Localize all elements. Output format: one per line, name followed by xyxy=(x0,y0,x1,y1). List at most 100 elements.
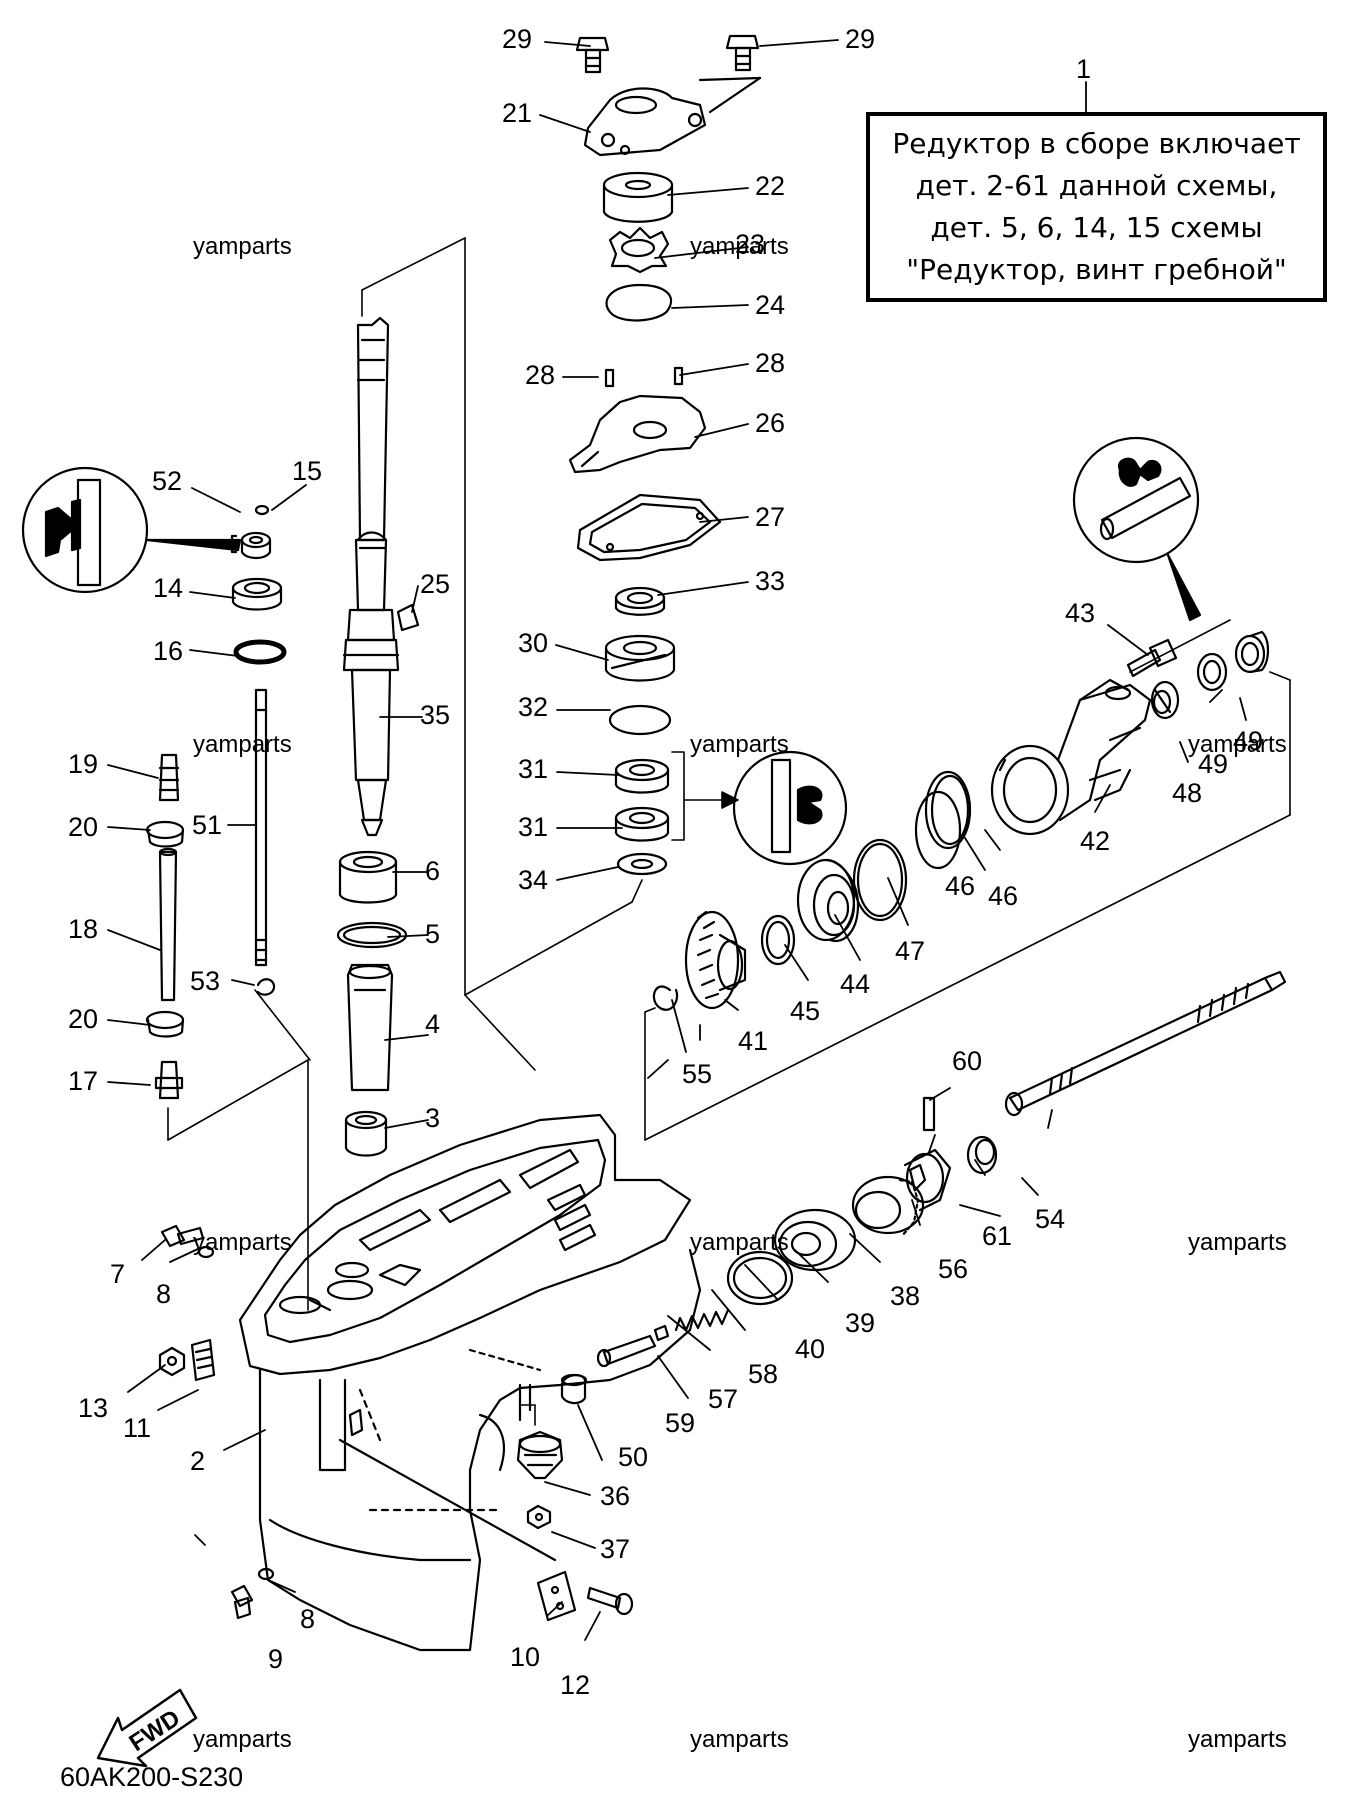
pinion-guide-line xyxy=(519,1404,536,1426)
outer-plate-26 xyxy=(568,394,707,474)
callout-40: 40 xyxy=(795,1334,825,1364)
sleeve-4 xyxy=(346,963,394,1092)
fwd-arrow xyxy=(96,1688,198,1768)
pinion-36 xyxy=(516,1430,564,1480)
prop-shaft-frame xyxy=(644,619,1291,1141)
clamp-20-top xyxy=(145,820,185,848)
nipple-17 xyxy=(154,1060,184,1100)
nut-13 xyxy=(158,1346,186,1377)
shim-40 xyxy=(726,1250,794,1306)
callout-4: 4 xyxy=(425,1009,440,1039)
callout-3: 3 xyxy=(425,1103,440,1133)
callout-29-right: 29 xyxy=(845,24,875,54)
callout-18: 18 xyxy=(68,914,98,944)
watermarks: yamparts yamparts yamparts yamparts yamp… xyxy=(193,233,1287,1753)
o-ring-16 xyxy=(233,639,287,665)
dog-clutch-56 xyxy=(903,1148,952,1212)
watermark: yamparts xyxy=(193,1229,292,1256)
watermark: yamparts xyxy=(690,1726,789,1753)
watermark: yamparts xyxy=(690,731,789,758)
washer-34 xyxy=(616,852,668,876)
oil-seal-31-top xyxy=(614,758,670,794)
o-ring-47 xyxy=(852,838,908,922)
callout-20-top: 20 xyxy=(68,812,98,842)
bushing-14 xyxy=(231,577,283,611)
callout-47: 47 xyxy=(895,936,925,966)
clamp-20-bottom xyxy=(145,1010,185,1038)
washer-8-top xyxy=(197,1245,215,1259)
callout-10: 10 xyxy=(510,1642,540,1672)
callout-45: 45 xyxy=(790,996,820,1026)
watermark: yamparts xyxy=(1188,731,1287,758)
callout-5: 5 xyxy=(425,919,440,949)
callout-28-left: 28 xyxy=(525,360,555,390)
callout-55: 55 xyxy=(682,1059,712,1089)
seal-49-a xyxy=(1196,652,1228,692)
o-ring-32 xyxy=(608,704,672,736)
oil-seal-33 xyxy=(614,586,666,616)
callout-58: 58 xyxy=(748,1359,778,1389)
callout-23: 23 xyxy=(735,229,765,259)
watermark: yamparts xyxy=(193,233,292,260)
impeller-23 xyxy=(608,226,670,274)
pump-frame xyxy=(464,879,643,996)
callout-38: 38 xyxy=(890,1281,920,1311)
o-ring-46-b xyxy=(914,790,962,870)
anode-11 xyxy=(190,1338,216,1382)
fwd-label: FWD xyxy=(125,1705,186,1757)
callout-14: 14 xyxy=(153,573,183,603)
gasket-27 xyxy=(576,493,722,562)
bolt-9 xyxy=(230,1584,254,1620)
callout-46-a: 46 xyxy=(945,871,975,901)
callout-30: 30 xyxy=(518,628,548,658)
callout-39: 39 xyxy=(845,1308,875,1338)
inset-circle-right xyxy=(1072,436,1202,622)
callout-20-bottom: 20 xyxy=(68,1004,98,1034)
callout-28-right: 28 xyxy=(755,348,785,378)
bolt-29-left xyxy=(575,36,610,74)
washer-8-bottom xyxy=(257,1567,275,1581)
callout-36: 36 xyxy=(600,1481,630,1511)
nut-15 xyxy=(230,531,272,560)
callout-numbers: 1 2 3 4 5 6 7 8 8 9 10 11 12 13 14 15 16… xyxy=(68,24,1263,1700)
callout-49-a: 49 xyxy=(1198,749,1228,779)
o-ring-52 xyxy=(254,504,270,516)
inset-circle-left xyxy=(21,466,242,594)
callout-49-b: 49 xyxy=(1233,726,1263,756)
insert-cartridge-22 xyxy=(602,171,674,223)
callout-1: 1 xyxy=(1076,54,1091,84)
callout-59: 59 xyxy=(665,1408,695,1438)
note-line: дет. 2-61 данной схемы, xyxy=(915,169,1278,202)
bushing-48 xyxy=(1150,680,1180,720)
callout-37: 37 xyxy=(600,1534,630,1564)
seal-housing-6 xyxy=(338,850,398,904)
callout-57: 57 xyxy=(708,1384,738,1414)
callout-41: 41 xyxy=(738,1026,768,1056)
callout-15: 15 xyxy=(292,456,322,486)
callout-33: 33 xyxy=(755,566,785,596)
callout-51: 51 xyxy=(192,810,222,840)
seal-49-b xyxy=(1234,630,1270,674)
note-line: дет. 5, 6, 14, 15 схемы xyxy=(930,211,1263,244)
callout-24: 24 xyxy=(755,290,785,320)
callout-52: 52 xyxy=(152,466,182,496)
callout-29-left: 29 xyxy=(502,24,532,54)
callout-31-top: 31 xyxy=(518,754,548,784)
callout-61: 61 xyxy=(982,1221,1012,1251)
callout-27: 27 xyxy=(755,502,785,532)
callout-7: 7 xyxy=(110,1259,125,1289)
left-frame xyxy=(167,989,311,1311)
note-line: Редуктор в сборе включает xyxy=(892,127,1301,160)
bearing-3 xyxy=(344,1110,388,1157)
spring-58 xyxy=(674,1308,730,1332)
nipple-19 xyxy=(158,753,180,802)
drive-shaft-35 xyxy=(342,316,420,837)
dowel-pins-28 xyxy=(604,366,684,388)
callout-44: 44 xyxy=(840,969,870,999)
propeller-shaft-54 xyxy=(1004,970,1287,1117)
callout-54: 54 xyxy=(1035,1204,1065,1234)
watermark: yamparts xyxy=(690,1229,789,1256)
watermark: yamparts xyxy=(1188,1229,1287,1256)
pin-60 xyxy=(922,1096,936,1132)
